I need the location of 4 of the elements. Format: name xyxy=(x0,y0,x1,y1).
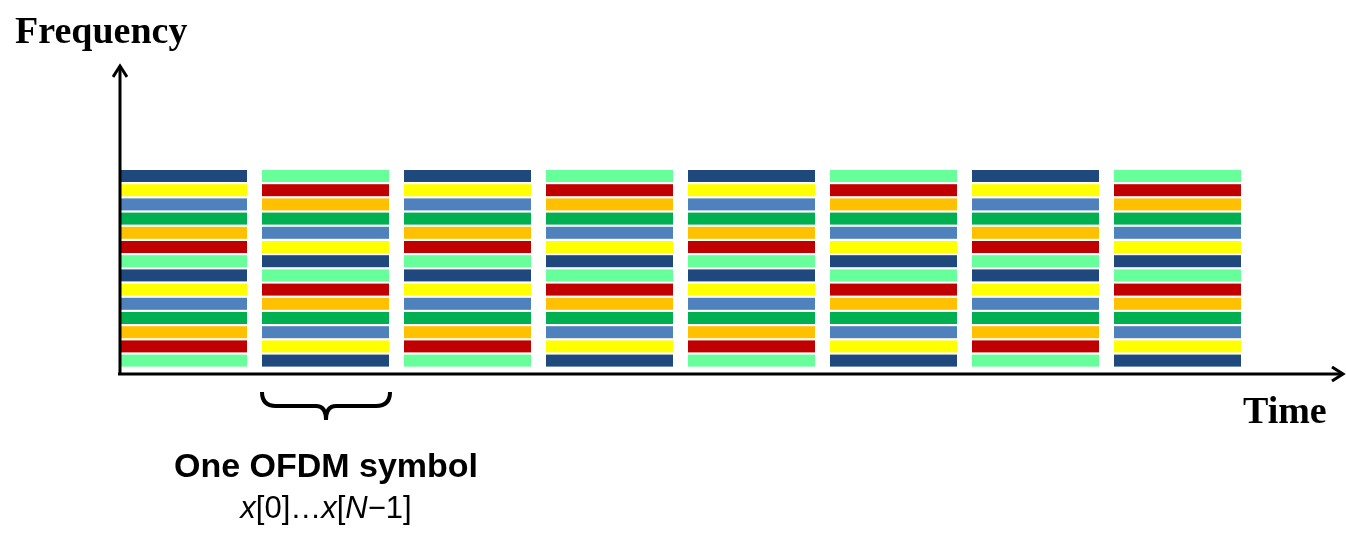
formula-text: x[0]…x[N−1] xyxy=(240,490,412,526)
caption-text: One OFDM symbol xyxy=(173,446,479,485)
axis-title: Time xyxy=(1243,388,1327,432)
axis-title: Frequency xyxy=(15,8,188,52)
